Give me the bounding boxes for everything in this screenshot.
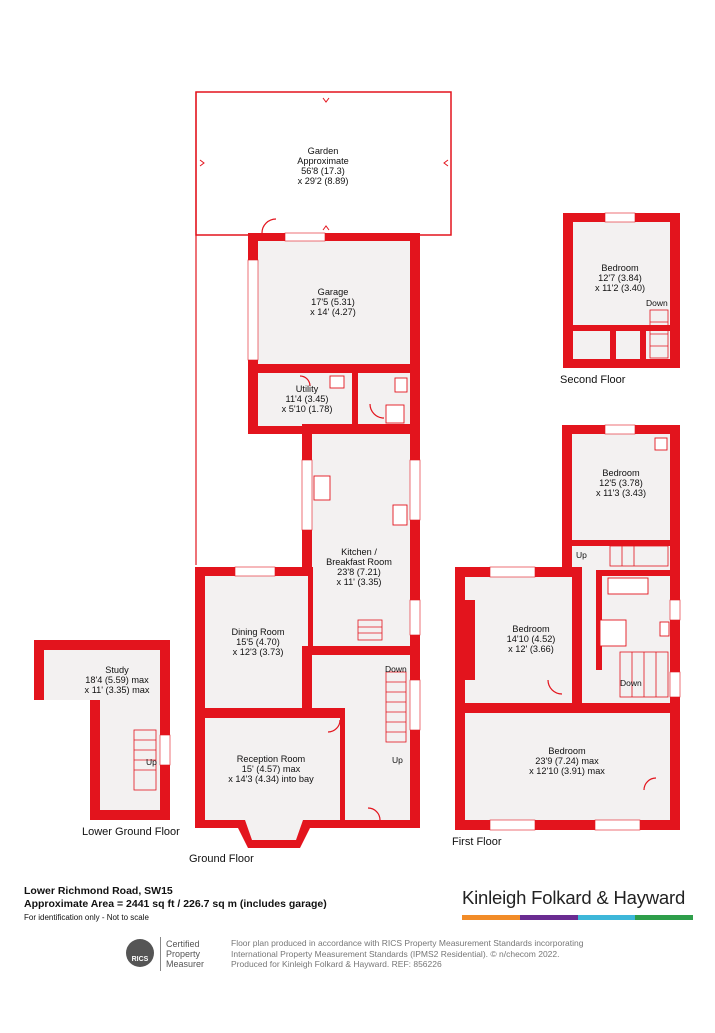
utility-dim1: 11'4 (3.45) — [286, 394, 329, 404]
kitchen-dim2: x 11' (3.35) — [337, 577, 382, 587]
second-floor-plan — [563, 212, 680, 368]
first-bedroom-top-name: Bedroom — [602, 468, 640, 478]
property-address: Lower Richmond Road, SW15 — [24, 885, 173, 897]
brand-bar-purple — [519, 915, 578, 920]
lower-ground-floor-label: Lower Ground Floor — [82, 826, 180, 838]
rics-line2: Property — [166, 949, 201, 959]
first-bedroom-main-dim1: 23'9 (7.24) max — [535, 756, 599, 766]
first-bedroom-top-dim1: 12'5 (3.78) — [599, 478, 643, 488]
second-bedroom-name: Bedroom — [601, 263, 639, 273]
rics-line3: Measurer — [166, 959, 205, 969]
first-bedroom-mid-name: Bedroom — [512, 624, 550, 634]
garden-line2: Approximate — [297, 156, 349, 166]
disclaimer-line3: Produced for Kinleigh Folkard & Hayward.… — [231, 959, 442, 969]
first-floor-label: First Floor — [452, 836, 502, 848]
reception-name: Reception Room — [237, 754, 306, 764]
second-bedroom-dim1: 12'7 (3.84) — [598, 273, 642, 283]
kitchen-name: Kitchen / — [341, 547, 377, 557]
reception-dim2: x 14'3 (4.34) into bay — [228, 774, 314, 784]
property-area: Approximate Area = 2441 sq ft / 226.7 sq… — [24, 898, 327, 910]
disclaimer: Floor plan produced in accordance with R… — [231, 938, 611, 970]
second-stairs-down: Down — [646, 298, 668, 308]
study-dim1: 18'4 (5.59) max — [85, 675, 149, 685]
garage-name: Garage — [318, 287, 349, 297]
first-bedroom-top-dim2: x 11'3 (3.43) — [596, 488, 646, 498]
second-floor-label: Second Floor — [560, 374, 626, 386]
first-bedroom-main-name: Bedroom — [548, 746, 586, 756]
brand-name: Kinleigh Folkard & Hayward — [462, 887, 686, 908]
brand-color-bars — [462, 915, 693, 920]
first-stairs-down: Down — [620, 678, 642, 688]
dining-name: Dining Room — [231, 627, 284, 637]
ground-floor-label: Ground Floor — [189, 853, 254, 865]
rics-line1: Certified — [166, 939, 200, 949]
ground-stairs-up: Up — [392, 755, 403, 765]
rics-divider — [160, 937, 161, 971]
kitchen-dim1: 23'8 (7.21) — [337, 567, 381, 577]
brand-bar-green — [635, 915, 693, 920]
property-note: For identification only - Not to scale — [24, 913, 149, 922]
utility-name: Utility — [296, 384, 319, 394]
first-bedroom-mid-dim2: x 12' (3.66) — [508, 644, 554, 654]
first-stairs-up: Up — [576, 550, 587, 560]
garden-dim2: x 29'2 (8.89) — [298, 176, 349, 186]
brand-bar-cyan — [577, 915, 636, 920]
rics-logo-icon: RICS — [126, 939, 154, 967]
dining-dim2: x 12'3 (3.73) — [233, 647, 284, 657]
study-dim2: x 11' (3.35) max — [85, 685, 150, 695]
brand-bar-orange — [462, 915, 520, 920]
garage-dim1: 17'5 (5.31) — [311, 297, 355, 307]
study-name: Study — [105, 665, 129, 675]
ground-stairs-down: Down — [385, 664, 407, 674]
utility-dim2: x 5'10 (1.78) — [282, 404, 333, 414]
lower-ground-floor-plan — [34, 640, 171, 820]
garden-dim1: 56'8 (17.3) — [301, 166, 345, 176]
kitchen-line2: Breakfast Room — [326, 557, 392, 567]
ground-floor-plan — [195, 218, 421, 848]
dining-dim1: 15'5 (4.70) — [236, 637, 280, 647]
first-floor-plan — [455, 424, 681, 831]
first-bedroom-mid-dim1: 14'10 (4.52) — [507, 634, 556, 644]
room-labels: Garden Approximate 56'8 (17.3) x 29'2 (8… — [85, 146, 668, 784]
first-bedroom-main-dim2: x 12'10 (3.91) max — [529, 766, 605, 776]
second-bedroom-dim2: x 11'2 (3.40) — [595, 283, 645, 293]
disclaimer-line2: International Property Measurement Stand… — [231, 948, 560, 959]
garage-dim2: x 14' (4.27) — [310, 307, 356, 317]
study-stairs-up: Up — [146, 757, 157, 767]
rics-badge: Certified Property Measurer — [166, 939, 204, 969]
disclaimer-line1: Floor plan produced in accordance with R… — [231, 938, 584, 948]
garden-name: Garden — [308, 146, 339, 156]
reception-dim1: 15' (4.57) max — [242, 764, 301, 774]
